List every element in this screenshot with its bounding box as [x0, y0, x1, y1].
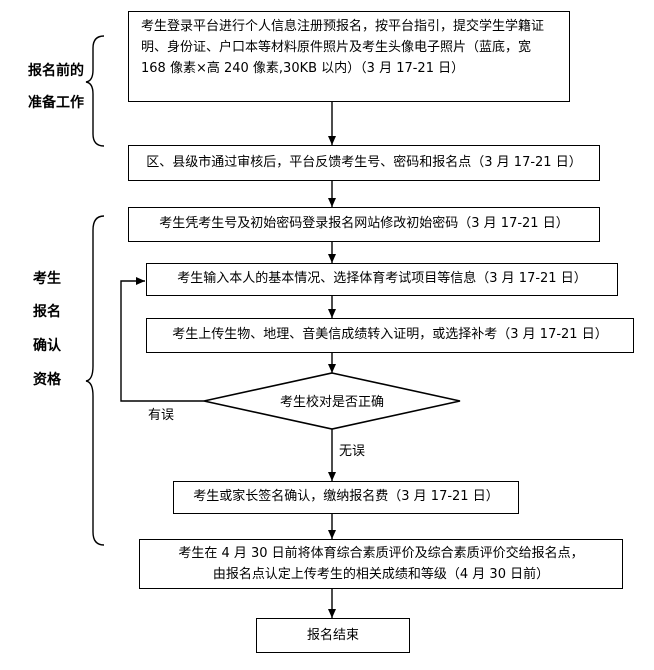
- step-upload-scores: 考生上传生物、地理、音美信成绩转入证明，或选择补考（3 月 17-21 日）: [146, 318, 634, 353]
- step-submit-evaluation: 考生在 4 月 30 日前将体育综合素质评价及综合素质评价交给报名点， 由报名点…: [139, 539, 623, 589]
- step-end: 报名结束: [256, 618, 410, 653]
- step-input-info: 考生输入本人的基本情况、选择体育考试项目等信息（3 月 17-21 日）: [146, 263, 618, 296]
- bracket-confirm: [85, 215, 105, 546]
- bracket-label-confirm-2: 报名: [33, 304, 61, 320]
- bracket-label-pre-2: 准备工作: [28, 95, 84, 111]
- decision-diamond: [203, 372, 461, 430]
- step-review: 区、县级市通过审核后，平台反馈考生号、密码和报名点（3 月 17-21 日）: [128, 145, 600, 181]
- step-submit-evaluation-line-1: 考生在 4 月 30 日前将体育综合素质评价及综合素质评价交给报名点，: [178, 546, 584, 561]
- step-change-password: 考生凭考生号及初始密码登录报名网站修改初始密码（3 月 17-21 日）: [128, 207, 600, 242]
- step-submit-evaluation-line-2: 由报名点认定上传考生的相关成绩和等级（4 月 30 日前）: [212, 567, 550, 582]
- step-register: 考生登录平台进行个人信息注册预报名，按平台指引，提交学生学籍证明、身份证、户口本…: [128, 11, 570, 102]
- bracket-label-confirm-4: 资格: [33, 372, 61, 388]
- edge-label-error: 有误: [148, 408, 175, 423]
- decision-text: 考生校对是否正确: [279, 395, 384, 410]
- bracket-pre: [85, 35, 105, 147]
- bracket-label-confirm-1: 考生: [33, 271, 61, 287]
- bracket-label-pre-1: 报名前的: [28, 63, 84, 79]
- edge-label-ok: 无误: [339, 444, 366, 459]
- bracket-label-confirm-3: 确认: [33, 338, 61, 354]
- step-sign-pay: 考生或家长签名确认，缴纳报名费（3 月 17-21 日）: [173, 481, 519, 514]
